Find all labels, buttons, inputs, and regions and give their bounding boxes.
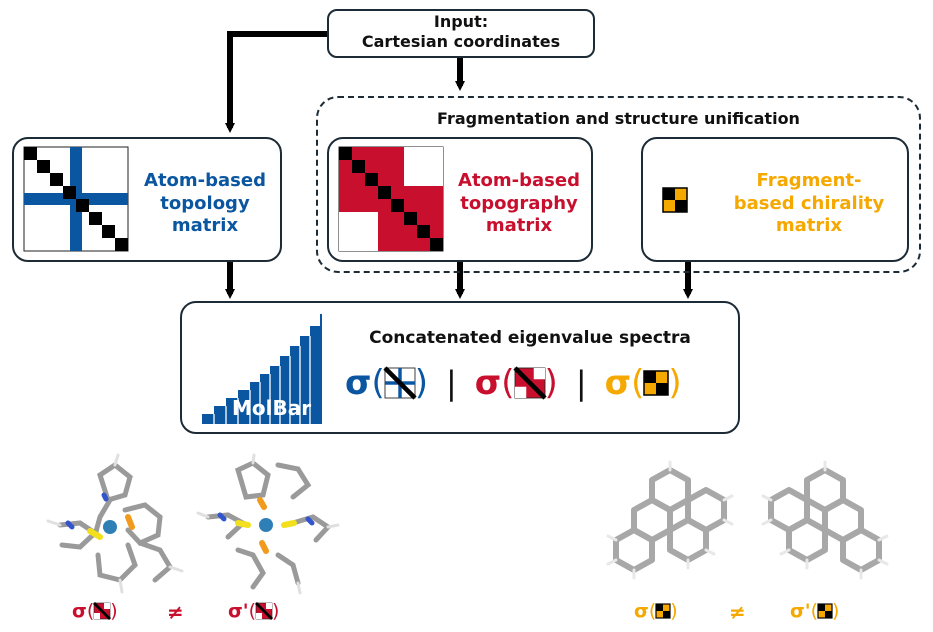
molecule-helicene-left — [606, 460, 734, 580]
chirality-mini-icon — [643, 370, 670, 396]
molecule-complex-right — [196, 453, 340, 595]
bottom-left-prime-paren-close: ) — [272, 600, 280, 622]
sigma-topography: σ — [474, 363, 502, 403]
paren-open-chirality: ( — [631, 363, 645, 403]
sigma-spectra-row: σ ( ) | σ ( ) | σ ( ) — [345, 358, 682, 408]
topology-label-line2: topology — [160, 192, 250, 214]
chirality-label-line2: based chirality — [733, 192, 885, 214]
bottom-right-paren-open: ( — [648, 600, 657, 622]
bottom-left-sigma: σ ( ) — [72, 600, 118, 622]
bottom-left-not-equal: ≠ — [167, 600, 184, 624]
paren-close-chirality: ) — [668, 363, 682, 403]
input-label-line2: Cartesian coordinates — [361, 32, 561, 51]
bottom-left-prime-paren-open: ( — [248, 600, 257, 622]
topography-label-line3: matrix — [485, 215, 553, 236]
bottom-right-sigma-prime: σ' ( ) — [790, 600, 839, 622]
topology-label: Atom-based topology matrix — [132, 170, 278, 238]
topology-label-line1: Atom-based — [144, 170, 266, 191]
input-label: Input: Cartesian coordinates — [327, 12, 595, 52]
topology-mini-icon — [383, 366, 417, 400]
spectra-title: Concatenated eigenvalue spectra — [369, 328, 691, 348]
bottom-left-sigma-prime: σ' ( ) — [228, 600, 279, 622]
bottom-right-sigma-prime-symbol: σ' — [790, 600, 811, 622]
molbar-logo — [202, 314, 322, 424]
sigma-topology: σ — [345, 363, 372, 403]
chirality-label: Fragment- based chirality matrix — [714, 170, 904, 238]
bottom-left-paren-open: ( — [86, 600, 95, 622]
bottom-right-prime-paren-open: ( — [810, 600, 819, 622]
bottom-left-prime-topography-icon — [255, 602, 274, 620]
input-label-line1: Input: — [433, 12, 489, 31]
paren-open-topology: ( — [371, 363, 385, 403]
topography-label: Atom-based topography matrix — [446, 170, 592, 238]
bottom-left-topography-icon — [93, 602, 112, 620]
bottom-right-sigma-symbol: σ — [634, 600, 649, 622]
bottom-right-prime-chirality-icon — [817, 603, 833, 619]
chirality-matrix-icon — [662, 187, 688, 213]
topography-matrix-icon — [338, 146, 444, 252]
paren-close-topology: ) — [414, 363, 429, 403]
molecule-complex-left — [46, 453, 184, 594]
bottom-right-sigma: σ ( ) — [634, 600, 678, 622]
topography-mini-icon — [512, 366, 547, 400]
bottom-left-sigma-prime-symbol: σ' — [228, 600, 249, 622]
chirality-label-line3: matrix — [775, 215, 843, 236]
topography-label-line2: topography — [460, 192, 578, 214]
bottom-right-not-equal: ≠ — [729, 600, 746, 624]
molbar-logo-text: MolBar — [232, 396, 312, 420]
fragmentation-group — [316, 96, 921, 273]
arrow-input-to-topology — [225, 31, 328, 133]
separator-1: | — [446, 364, 457, 402]
sigma-chirality: σ — [604, 363, 632, 403]
fragmentation-label: Fragmentation and structure unification — [437, 109, 800, 128]
molecule-helicene-right — [761, 460, 889, 580]
input-box — [327, 9, 595, 58]
chirality-label-line1: Fragment- — [756, 170, 862, 191]
separator-2: | — [575, 364, 587, 402]
topography-label-line1: Atom-based — [458, 170, 580, 191]
topology-matrix-icon — [23, 146, 129, 252]
paren-open-topography: ( — [501, 363, 515, 403]
bottom-right-paren-close: ) — [670, 600, 678, 622]
bottom-left-sigma-symbol: σ — [72, 600, 87, 622]
topology-label-line3: matrix — [171, 215, 239, 236]
bottom-left-paren-close: ) — [110, 600, 118, 622]
bottom-right-prime-paren-close: ) — [832, 600, 840, 622]
paren-close-topography: ) — [544, 363, 558, 403]
bottom-right-chirality-icon — [655, 603, 671, 619]
